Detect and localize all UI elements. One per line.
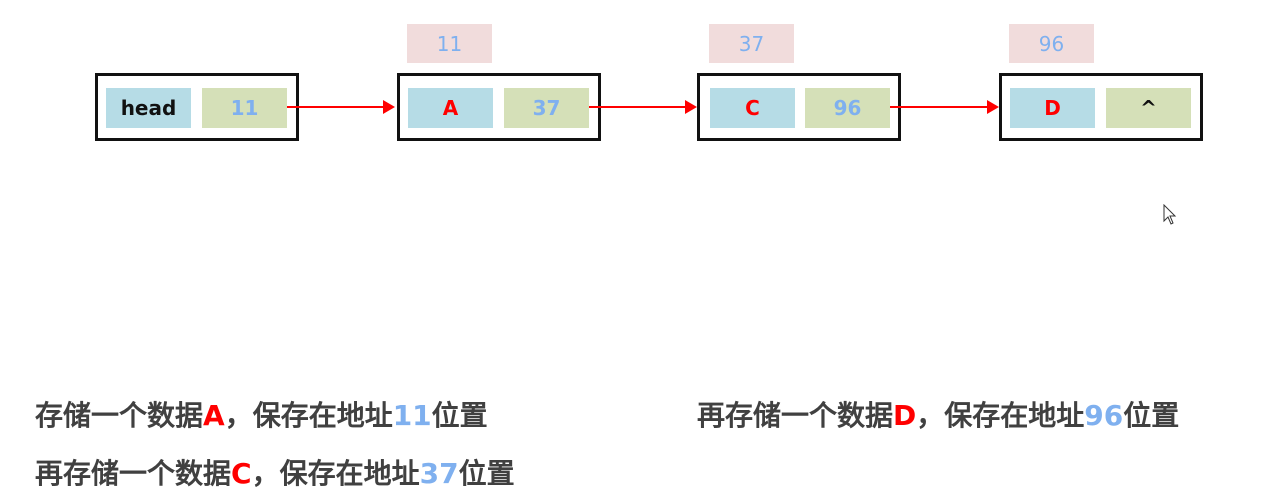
- node-a: A 37: [397, 73, 601, 141]
- node-c: C 96: [697, 73, 901, 141]
- caption-text: ，保存在地址: [251, 457, 420, 490]
- caption-value: C: [231, 457, 252, 490]
- node-d: D ^: [999, 73, 1203, 141]
- head-pointer: 11: [202, 88, 287, 128]
- caption-address: 37: [419, 457, 459, 490]
- caption-text: ，保存在地址: [916, 399, 1085, 432]
- caption-text: 位置: [458, 457, 515, 490]
- node-address: 37: [709, 24, 794, 63]
- node-address: 96: [1009, 24, 1094, 63]
- node-address: 11: [407, 24, 492, 63]
- node-next: 37: [504, 88, 589, 128]
- node-data: D: [1010, 88, 1095, 128]
- caption-value: D: [893, 399, 917, 432]
- caption-line: 存储一个数据A，保存在地址11位置: [35, 394, 488, 434]
- caption-address: 11: [392, 399, 432, 432]
- caption-text: 位置: [431, 399, 488, 432]
- head-node: head 11: [95, 73, 299, 141]
- caption-address: 96: [1084, 399, 1124, 432]
- caption-text: ，保存在地址: [224, 399, 393, 432]
- caption-text: 位置: [1123, 399, 1180, 432]
- null-pointer: ^: [1106, 88, 1191, 128]
- cursor-icon: [1163, 204, 1177, 225]
- caption-line: 再存储一个数据D，保存在地址96位置: [697, 394, 1179, 434]
- node-data: C: [710, 88, 795, 128]
- caption-text: 再存储一个数据: [697, 399, 894, 432]
- pointer-arrow: [589, 100, 697, 114]
- pointer-arrow: [890, 100, 999, 114]
- caption-text: 存储一个数据: [35, 399, 204, 432]
- head-label: head: [106, 88, 191, 128]
- pointer-arrow: [287, 100, 395, 114]
- caption-value: A: [203, 399, 225, 432]
- node-next: 96: [805, 88, 890, 128]
- caption-text: 再存储一个数据: [35, 457, 232, 490]
- caption-line: 再存储一个数据C，保存在地址37位置: [35, 452, 515, 492]
- node-data: A: [408, 88, 493, 128]
